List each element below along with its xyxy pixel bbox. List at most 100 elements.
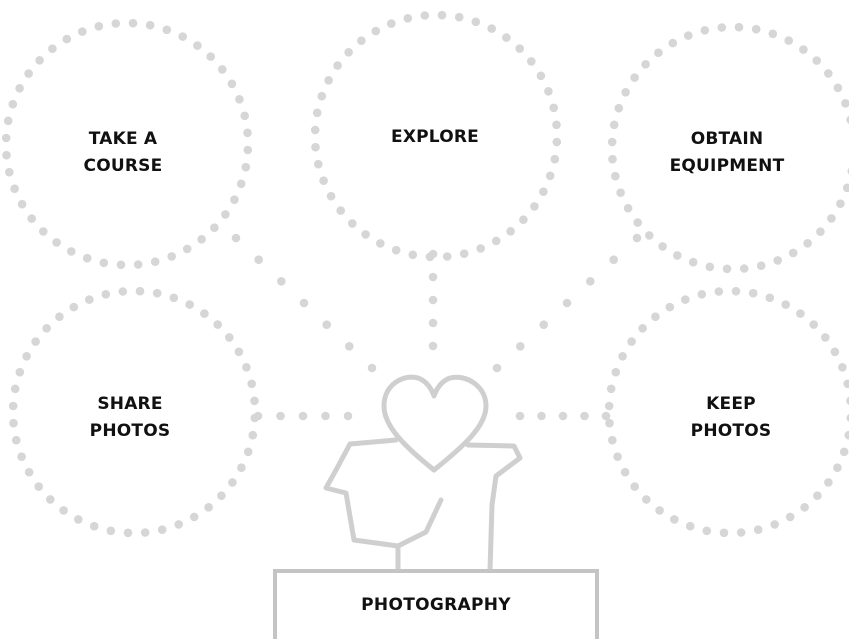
- node-circle-dot-obtain-equipment: [673, 251, 682, 260]
- node-circle-dot-obtain-equipment: [608, 138, 617, 147]
- connector-dot-share-photos: [254, 412, 263, 421]
- node-circle-dot-explore: [357, 36, 366, 45]
- node-circle-dot-keep-photos: [605, 402, 614, 411]
- node-circle-dot-share-photos: [204, 503, 213, 512]
- node-circle-dot-take-a-course: [193, 41, 202, 50]
- node-circle-dot-take-a-course: [15, 84, 24, 93]
- node-circle-dot-keep-photos: [786, 513, 795, 522]
- node-circle-dot-keep-photos: [749, 289, 758, 298]
- node-circle-dot-take-a-course: [242, 163, 251, 172]
- node-circle-dot-obtain-equipment: [784, 36, 793, 45]
- node-circle-dot-keep-photos: [686, 522, 695, 531]
- node-circle-dot-share-photos: [85, 295, 94, 304]
- node-circle-dot-explore: [333, 61, 342, 70]
- connector-dot-take-a-course: [254, 255, 263, 264]
- node-circle-dot-share-photos: [200, 309, 209, 318]
- connector-dot-obtain-equipment: [609, 255, 618, 264]
- node-circle-dot-explore: [530, 202, 539, 211]
- node-circle-dot-obtain-equipment: [654, 48, 663, 57]
- node-circle-dot-explore: [455, 13, 464, 22]
- node-circle-dot-share-photos: [217, 491, 226, 500]
- node-circle-dot-keep-photos: [766, 294, 775, 303]
- node-circle-dot-explore: [319, 176, 328, 185]
- node-circle-dot-obtain-equipment: [752, 25, 761, 34]
- node-circle-dot-take-a-course: [206, 52, 215, 61]
- connector-dot-explore: [429, 273, 438, 282]
- node-circle-dot-share-photos: [15, 368, 24, 377]
- node-circle-dot-share-photos: [31, 337, 40, 346]
- node-circle-dot-keep-photos: [670, 515, 679, 524]
- node-circle-dot-keep-photos: [613, 452, 622, 461]
- node-circle-dot-share-photos: [185, 300, 194, 309]
- node-circle-dot-explore: [539, 187, 548, 196]
- node-circle-dot-obtain-equipment: [824, 69, 833, 78]
- node-circle-dot-obtain-equipment: [843, 184, 849, 193]
- node-circle-dot-share-photos: [242, 363, 251, 372]
- node-circle-dot-keep-photos: [698, 290, 707, 299]
- node-circle-dot-explore: [515, 44, 524, 53]
- node-circle-dot-explore: [311, 143, 320, 152]
- node-circle-dot-explore: [492, 237, 501, 246]
- node-circle-dot-share-photos: [9, 419, 18, 428]
- node-circle-dot-take-a-course: [151, 257, 160, 266]
- node-circle-dot-explore: [506, 227, 515, 236]
- connector-dot-explore: [429, 319, 438, 328]
- node-circle-dot-take-a-course: [210, 223, 219, 232]
- node-circle-dot-take-a-course: [167, 252, 176, 261]
- node-circle-dot-share-photos: [12, 436, 21, 445]
- node-circle-dot-explore: [546, 172, 555, 181]
- node-circle-dot-obtain-equipment: [816, 227, 825, 236]
- connector-dot-explore: [429, 296, 438, 305]
- node-circle-dot-obtain-equipment: [718, 23, 727, 32]
- title-box: PHOTOGRAPHY: [273, 569, 599, 639]
- node-circle-dot-explore: [404, 14, 413, 23]
- node-circle-dot-explore: [519, 215, 528, 224]
- node-circle-dot-obtain-equipment: [789, 249, 798, 258]
- node-circle-dot-share-photos: [22, 352, 31, 361]
- node-circle-dot-share-photos: [225, 333, 234, 342]
- node-circle-dot-keep-photos: [781, 300, 790, 309]
- node-label-keep-photos: KEEP PHOTOS: [653, 391, 809, 445]
- node-circle-dot-explore: [361, 230, 370, 239]
- node-circle-dot-obtain-equipment: [723, 265, 732, 274]
- node-circle-dot-explore: [314, 160, 323, 169]
- node-circle-dot-obtain-equipment: [621, 88, 630, 97]
- node-circle-dot-obtain-equipment: [615, 104, 624, 113]
- node-label-obtain-equipment: OBTAIN EQUIPMENT: [649, 126, 805, 180]
- node-circle-dot-take-a-course: [5, 168, 14, 177]
- node-circle-dot-take-a-course: [178, 32, 187, 41]
- node-circle-dot-keep-photos: [621, 468, 630, 477]
- node-circle-dot-explore: [476, 244, 485, 253]
- node-circle-dot-share-photos: [190, 513, 199, 522]
- node-circle-dot-keep-photos: [833, 463, 842, 472]
- node-circle-dot-take-a-course: [240, 112, 249, 121]
- node-circle-dot-explore: [372, 27, 381, 36]
- node-circle-dot-explore: [553, 138, 562, 147]
- node-circle-dot-share-photos: [235, 348, 244, 357]
- node-circle-dot-obtain-equipment: [773, 256, 782, 265]
- node-circle-dot-take-a-course: [27, 214, 36, 223]
- node-circle-dot-keep-photos: [800, 503, 809, 512]
- connector-dot-share-photos: [344, 412, 353, 421]
- node-circle-dot-keep-photos: [813, 491, 822, 500]
- node-circle-dot-take-a-course: [218, 65, 227, 74]
- node-circle-dot-explore: [344, 48, 353, 57]
- node-circle-dot-take-a-course: [2, 134, 11, 143]
- node-circle-dot-explore: [336, 206, 345, 215]
- node-circle-dot-explore: [443, 252, 452, 261]
- connector-dot-share-photos: [321, 412, 330, 421]
- node-circle-dot-obtain-equipment: [624, 204, 633, 213]
- node-circle-dot-obtain-equipment: [799, 45, 808, 54]
- node-circle-dot-obtain-equipment: [706, 263, 715, 272]
- node-circle-dot-explore: [472, 18, 481, 27]
- node-circle-dot-take-a-course: [39, 227, 48, 236]
- node-circle-dot-share-photos: [70, 303, 79, 312]
- node-circle-dot-share-photos: [46, 495, 55, 504]
- node-circle-dot-explore: [311, 126, 320, 135]
- node-circle-dot-obtain-equipment: [611, 172, 620, 181]
- node-circle-dot-share-photos: [42, 324, 51, 333]
- node-circle-dot-obtain-equipment: [735, 23, 744, 32]
- node-circle-dot-explore: [318, 92, 327, 101]
- node-circle-dot-share-photos: [141, 528, 150, 537]
- connector-dot-keep-photos: [537, 412, 546, 421]
